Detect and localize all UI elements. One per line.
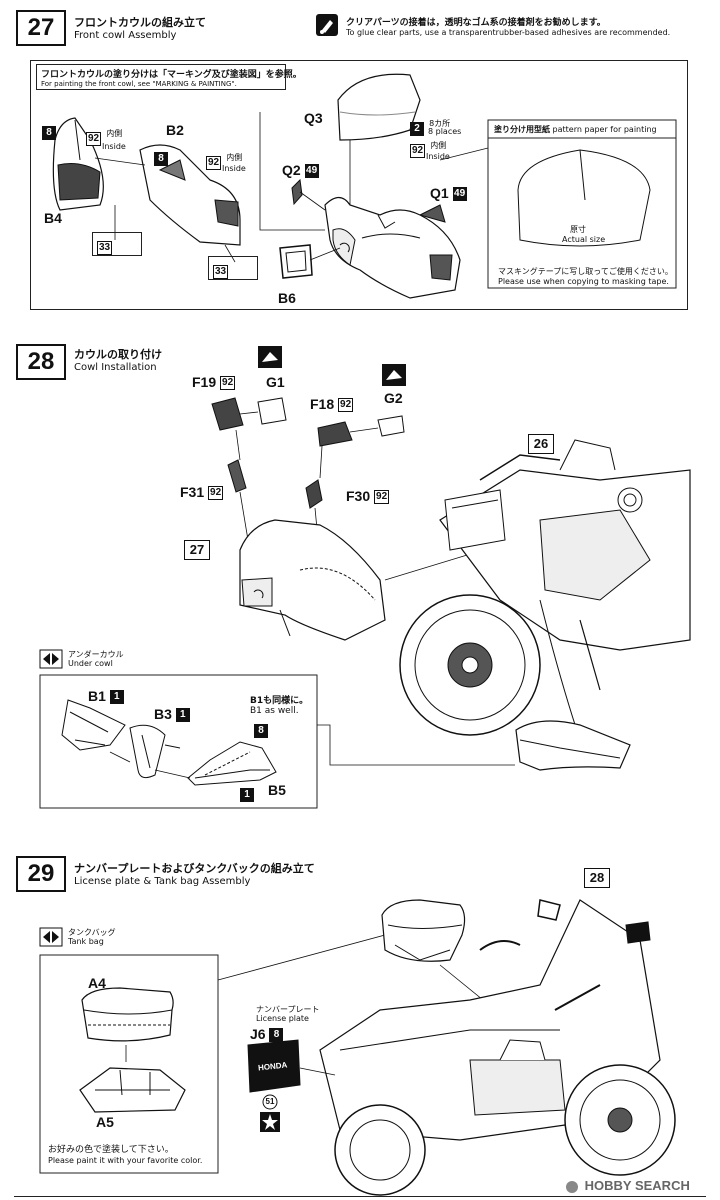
step-number-29: 29	[16, 856, 66, 892]
step27-diagram	[52, 73, 677, 299]
step29-title-jp: ナンバープレートおよびタンクバックの組み立て	[74, 862, 315, 875]
ref-33a: 33	[92, 232, 142, 256]
label-a4: A4	[88, 975, 106, 991]
inside-en-3: Inside	[426, 152, 450, 161]
places-en: 8 places	[428, 127, 462, 136]
badge-b2: 8	[154, 148, 168, 167]
step28-title-jp: カウルの取り付け	[74, 348, 162, 361]
step-number-28: 28	[16, 344, 66, 380]
paint-fav-en: Please paint it with your favorite color…	[48, 1156, 203, 1165]
step28-title-en: Cowl Installation	[74, 362, 157, 373]
inside-note-3: 92 内側	[410, 141, 447, 158]
step28-diagram	[39, 346, 691, 809]
plate-jp: ナンバープレート	[256, 1005, 320, 1014]
watermark-logo-icon	[566, 1180, 578, 1193]
ref-27: 27	[184, 540, 210, 560]
glue-tip-jp: クリアパーツの接着は，透明なゴム系の接着剤をお勧めします。	[346, 18, 606, 28]
glue-tip-en: To glue clear parts, use a transparentru…	[346, 28, 671, 37]
inside-en-1: Inside	[102, 142, 126, 151]
glue-icon	[316, 14, 338, 36]
inside-note-2: 92 内側	[206, 153, 243, 170]
label-f19: F19 92	[192, 374, 236, 391]
page-border	[14, 1196, 706, 1197]
label-j6: J6 8	[250, 1026, 284, 1043]
masking-jp: マスキングテープに写し取ってご使用ください。	[498, 267, 673, 276]
label-b1: B1 1	[88, 688, 124, 705]
inside-note-1: 92 内側	[86, 129, 123, 146]
label-g2: G2	[384, 390, 403, 406]
inside-en-2: Inside	[222, 164, 246, 173]
under-cowl-en: Under cowl	[68, 659, 113, 668]
label-a5: A5	[96, 1114, 114, 1130]
step27-title-en: Front cowl Assembly	[74, 30, 177, 41]
masking-en: Please use when copying to masking tape.	[498, 277, 669, 286]
paint-note-en: For painting the front cowl, see "MARKIN…	[41, 80, 237, 88]
tank-bag-jp: タンクバッグ	[68, 928, 116, 937]
tank-bag-en: Tank bag	[68, 937, 104, 946]
label-f18: F18 92	[310, 396, 354, 413]
ref-33b: 33	[208, 256, 258, 280]
ref-26: 26	[528, 434, 554, 454]
label-b4: B4	[44, 210, 62, 226]
pattern-title: 塗り分け用型紙 pattern paper for painting	[494, 125, 657, 134]
step29-title-en: License plate & Tank bag Assembly	[74, 876, 251, 887]
label-b3: B3 1	[154, 706, 190, 723]
decal-51: 51	[265, 1097, 275, 1106]
b1-same-note: B1も同様に。 B1 as well.	[250, 696, 309, 716]
places-note: 2 8カ所	[410, 118, 450, 137]
label-b5: B5	[268, 782, 286, 798]
plate-en: License plate	[256, 1014, 309, 1023]
label-b6: B6	[278, 290, 296, 306]
label-g1: G1	[266, 374, 285, 390]
step-number-27: 27	[16, 10, 66, 46]
actual-size-jp: 原寸	[570, 225, 586, 234]
label-f30: F30 92	[346, 488, 390, 505]
paint-fav-jp: お好みの色で塗装して下さい。	[48, 1145, 174, 1155]
step27-frame	[30, 60, 688, 310]
label-q2: Q2 49	[282, 162, 319, 179]
actual-size-en: Actual size	[562, 235, 606, 244]
label-q3: Q3	[304, 110, 323, 126]
badge-b5-1: 1	[240, 784, 254, 803]
ref-28: 28	[584, 868, 610, 888]
badge-b4: 8	[42, 122, 56, 141]
paint-note-jp: フロントカウルの塗り分けは「マーキング及び塗装図」を参照。	[41, 70, 302, 80]
watermark: HOBBY SEARCH	[566, 1178, 690, 1193]
paint-note-box: フロントカウルの塗り分けは「マーキング及び塗装図」を参照。 For painti…	[36, 64, 302, 90]
under-cowl-jp: アンダーカウル	[68, 650, 124, 659]
badge-b5-8: 8	[254, 720, 268, 739]
label-b2: B2	[166, 122, 184, 138]
label-f31: F31 92	[180, 484, 224, 501]
step27-title-jp: フロントカウルの組み立て	[74, 16, 206, 29]
label-q1: Q1 49	[430, 185, 467, 202]
